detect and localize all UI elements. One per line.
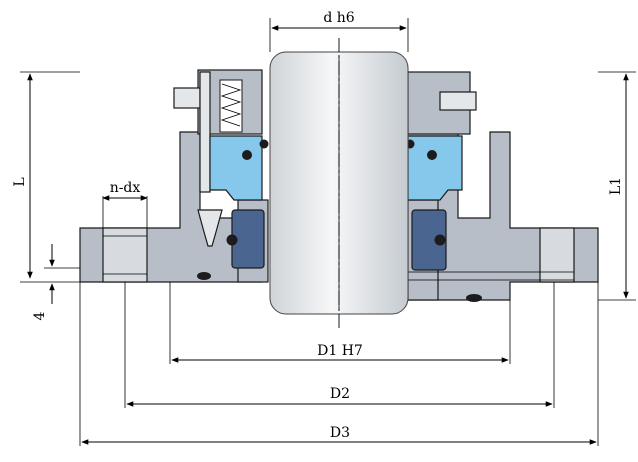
bolt-holes-label: n-dx — [110, 180, 141, 196]
port-hole-right — [539, 227, 575, 283]
o-ring-icon — [427, 150, 437, 160]
shaft-dia-label: d h6 — [323, 10, 354, 26]
o-ring-icon — [197, 272, 211, 280]
o-ring-icon — [466, 294, 482, 302]
cap-screw-right — [439, 91, 477, 111]
left-housing — [79, 69, 269, 283]
shaft — [269, 38, 409, 330]
o-ring-icon — [434, 234, 446, 246]
dia-D3-label: D3 — [330, 425, 350, 441]
o-ring-icon — [226, 234, 238, 246]
dimension-lines — [20, 18, 636, 446]
bolt-hole-left — [102, 227, 148, 283]
right-housing — [405, 71, 599, 302]
dia-D2-label: D2 — [330, 386, 350, 402]
cap-screw-left — [173, 87, 201, 109]
seat-ring-right — [411, 209, 447, 271]
dia-D1-label: D1 H7 — [317, 343, 363, 359]
spring-icon — [219, 79, 243, 133]
seal-face-left — [209, 135, 263, 201]
length-L1-label: L1 — [608, 177, 624, 195]
set-screw-icon — [197, 209, 223, 247]
o-ring-icon — [242, 150, 252, 160]
seal-face-right — [407, 135, 463, 201]
length-L-label: L — [12, 177, 28, 186]
o-ring-icon — [259, 139, 269, 149]
step-4-label: 4 — [32, 311, 48, 320]
